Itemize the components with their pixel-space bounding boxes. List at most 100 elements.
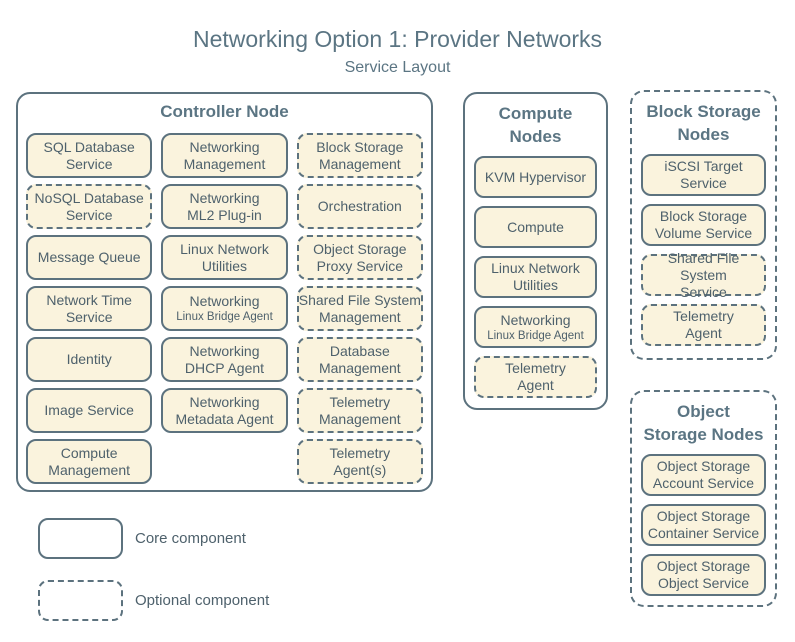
service-sublabel: Linux Bridge Agent	[487, 329, 584, 342]
service-network-time-service: Network Time Service	[26, 286, 153, 331]
service-database-management: Database Management	[296, 337, 423, 382]
legend-core-swatch	[38, 518, 123, 559]
compute-nodes-title: Compute Nodes	[465, 102, 606, 148]
diagram-title: Networking Option 1: Provider Networks	[192, 26, 603, 52]
service-telemetry-agents: Telemetry Agent(s)	[296, 439, 423, 484]
service-object-storage-object-service: Object Storage Object Service	[641, 554, 766, 596]
service-networking-dhcp-agent: Networking DHCP Agent	[161, 337, 288, 382]
service-compute-management: Compute Management	[26, 439, 153, 484]
controller-service-grid: SQL Database Service Networking Manageme…	[18, 133, 431, 484]
service-telemetry-management: Telemetry Management	[296, 388, 423, 433]
service-label: Service	[680, 283, 727, 300]
compute-nodes-title-line2: Nodes	[509, 127, 562, 146]
service-label: Linux Network	[491, 260, 580, 276]
service-label: Shared File System	[298, 291, 421, 308]
service-label: Networking	[189, 189, 260, 206]
service-block-storage-volume-service: Block Storage Volume Service	[641, 204, 766, 246]
service-label: Object Storage	[656, 558, 751, 574]
block-storage-service-stack: iSCSI Target Service Block Storage Volum…	[632, 154, 775, 346]
service-networking-ml2-plugin: Networking ML2 Plug-in	[161, 184, 288, 229]
service-label: Management	[183, 155, 266, 172]
service-label: Service	[65, 155, 113, 172]
service-label: Networking	[189, 342, 260, 359]
block-storage-nodes-group: Block Storage Nodes iSCSI Target Service…	[630, 90, 777, 360]
service-image-service: Image Service	[26, 388, 153, 433]
object-storage-nodes-title: Object Storage Nodes	[632, 400, 775, 446]
compute-service-stack: KVM Hypervisor Compute Linux Network Uti…	[465, 156, 606, 398]
service-label: Networking	[189, 393, 260, 410]
service-sublabel: Linux Bridge Agent	[176, 311, 273, 323]
service-networking-linux-bridge-agent: Networking Linux Bridge Agent	[161, 286, 288, 331]
service-label: Proxy Service	[316, 257, 403, 274]
service-label: DHCP Agent	[184, 359, 265, 376]
service-label: Agent	[685, 325, 722, 341]
service-label: Networking	[500, 311, 571, 328]
service-label: Service	[65, 206, 113, 223]
service-label: KVM Hypervisor	[484, 168, 587, 185]
compute-nodes-group: Compute Nodes KVM Hypervisor Compute Lin…	[463, 92, 608, 410]
legend-core-label: Core component	[135, 530, 246, 547]
block-storage-title-line1: Block Storage	[646, 102, 761, 121]
block-storage-title-line2: Nodes	[677, 125, 730, 144]
service-label: Block Storage	[659, 208, 748, 224]
controller-node-group: Controller Node SQL Database Service Net…	[16, 92, 433, 492]
service-label: Block Storage	[316, 138, 404, 155]
service-label: Utilities	[512, 277, 559, 293]
service-linux-network-utilities: Linux Network Utilities	[161, 235, 288, 280]
grid-empty-cell	[161, 439, 287, 484]
service-label: Orchestration	[317, 198, 402, 214]
diagram-subtitle: Service Layout	[344, 59, 451, 76]
service-nosql-database-service: NoSQL Database Service	[26, 184, 153, 229]
service-label: Agent	[517, 377, 554, 393]
service-label: ML2 Plug-in	[187, 206, 262, 223]
service-label: Container Service	[647, 525, 760, 541]
service-label: SQL Database	[43, 138, 135, 155]
service-telemetry-agent-block: Telemetry Agent	[641, 304, 766, 346]
object-storage-service-stack: Object Storage Account Service Object St…	[632, 454, 775, 596]
service-label: Service	[65, 308, 113, 325]
service-label: Networking	[189, 293, 260, 309]
service-shared-file-system-management: Shared File System Management	[296, 286, 423, 331]
compute-nodes-title-line1: Compute	[498, 104, 573, 123]
service-label: iSCSI Target	[664, 158, 743, 174]
service-label: Management	[318, 410, 401, 427]
service-label: Identity	[66, 351, 112, 367]
service-label: Management	[318, 359, 401, 376]
block-storage-nodes-title: Block Storage Nodes	[632, 100, 775, 146]
legend-core: Core component	[38, 518, 246, 559]
service-label: Linux Network	[180, 240, 269, 257]
service-label: Management	[318, 308, 401, 325]
object-storage-title-line1: Object	[677, 402, 730, 421]
service-label: Utilities	[201, 257, 248, 274]
service-label: Compute	[60, 444, 118, 461]
service-label: Management	[318, 155, 401, 172]
legend-optional: Optional component	[38, 580, 269, 621]
service-object-storage-proxy-service: Object Storage Proxy Service	[296, 235, 423, 280]
service-label: Telemetry	[329, 444, 391, 461]
legend-optional-label: Optional component	[135, 592, 270, 609]
service-kvm-hypervisor: KVM Hypervisor	[474, 156, 597, 198]
service-label: Object Storage	[656, 458, 751, 474]
service-message-queue: Message Queue	[26, 235, 153, 280]
service-label: Compute	[507, 218, 564, 235]
service-label: Network Time	[46, 291, 132, 308]
service-label: Management	[48, 461, 131, 478]
service-label: NoSQL Database	[34, 189, 144, 206]
service-networking-metadata-agent: Networking Metadata Agent	[161, 388, 288, 433]
service-object-storage-account-service: Object Storage Account Service	[641, 454, 766, 496]
service-label: Object Service	[657, 575, 750, 591]
service-orchestration: Orchestration	[296, 184, 423, 229]
service-label: Volume Service	[654, 225, 753, 241]
object-storage-nodes-group: Object Storage Nodes Object Storage Acco…	[630, 390, 777, 607]
service-block-storage-management: Block Storage Management	[296, 133, 423, 178]
service-label: Image Service	[44, 402, 134, 418]
service-sql-database-service: SQL Database Service	[26, 133, 153, 178]
service-object-storage-container-service: Object Storage Container Service	[641, 504, 766, 546]
service-shared-file-system-service: Shared File System Service	[641, 250, 766, 300]
service-label: Telemetry	[673, 308, 734, 324]
service-compute: Compute	[474, 206, 597, 248]
service-identity: Identity	[26, 337, 153, 382]
service-label: Service	[680, 175, 727, 191]
service-linux-network-utilities-compute: Linux Network Utilities	[474, 256, 597, 298]
service-label: Telemetry	[329, 393, 391, 410]
